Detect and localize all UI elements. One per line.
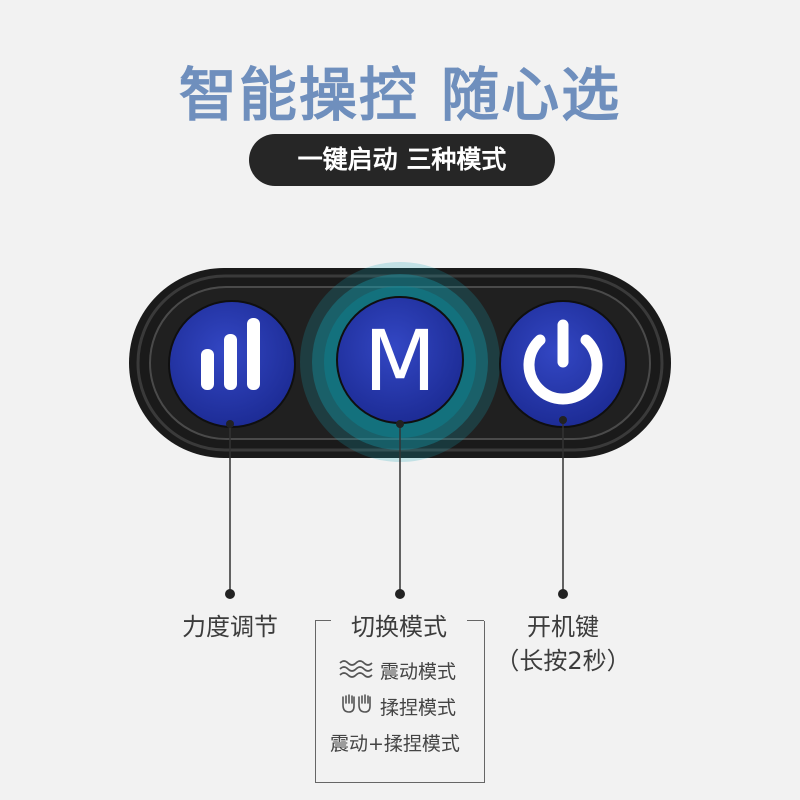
subtitle-pill: 一键启动 三种模式	[249, 134, 555, 186]
callout-lines	[229, 420, 564, 594]
mode-item-knead: 揉捏模式	[380, 697, 457, 719]
mode-switch-label: 切换模式	[351, 613, 447, 641]
frame-top-right	[467, 620, 484, 621]
m-letter: M	[364, 312, 436, 410]
strength-button[interactable]	[168, 300, 296, 428]
power-button[interactable]	[499, 300, 627, 428]
hands-icon	[342, 694, 371, 713]
headline: 智能操控 随心选	[178, 61, 622, 129]
callout-dots	[225, 416, 568, 599]
wave-icon	[339, 660, 373, 678]
mode-list-frame	[315, 621, 485, 783]
mode-item-vibrate: 震动模式	[380, 661, 457, 683]
mode-item-combo: 震动+揉捏模式	[330, 733, 460, 755]
mode-button[interactable]: M	[336, 296, 464, 424]
power-label: 开机键	[527, 613, 599, 641]
signal-bars-icon	[201, 318, 260, 390]
strength-label: 力度调节	[182, 613, 278, 641]
frame-top-left	[315, 620, 331, 621]
power-hint: （长按2秒）	[495, 647, 631, 675]
power-icon	[523, 319, 603, 405]
